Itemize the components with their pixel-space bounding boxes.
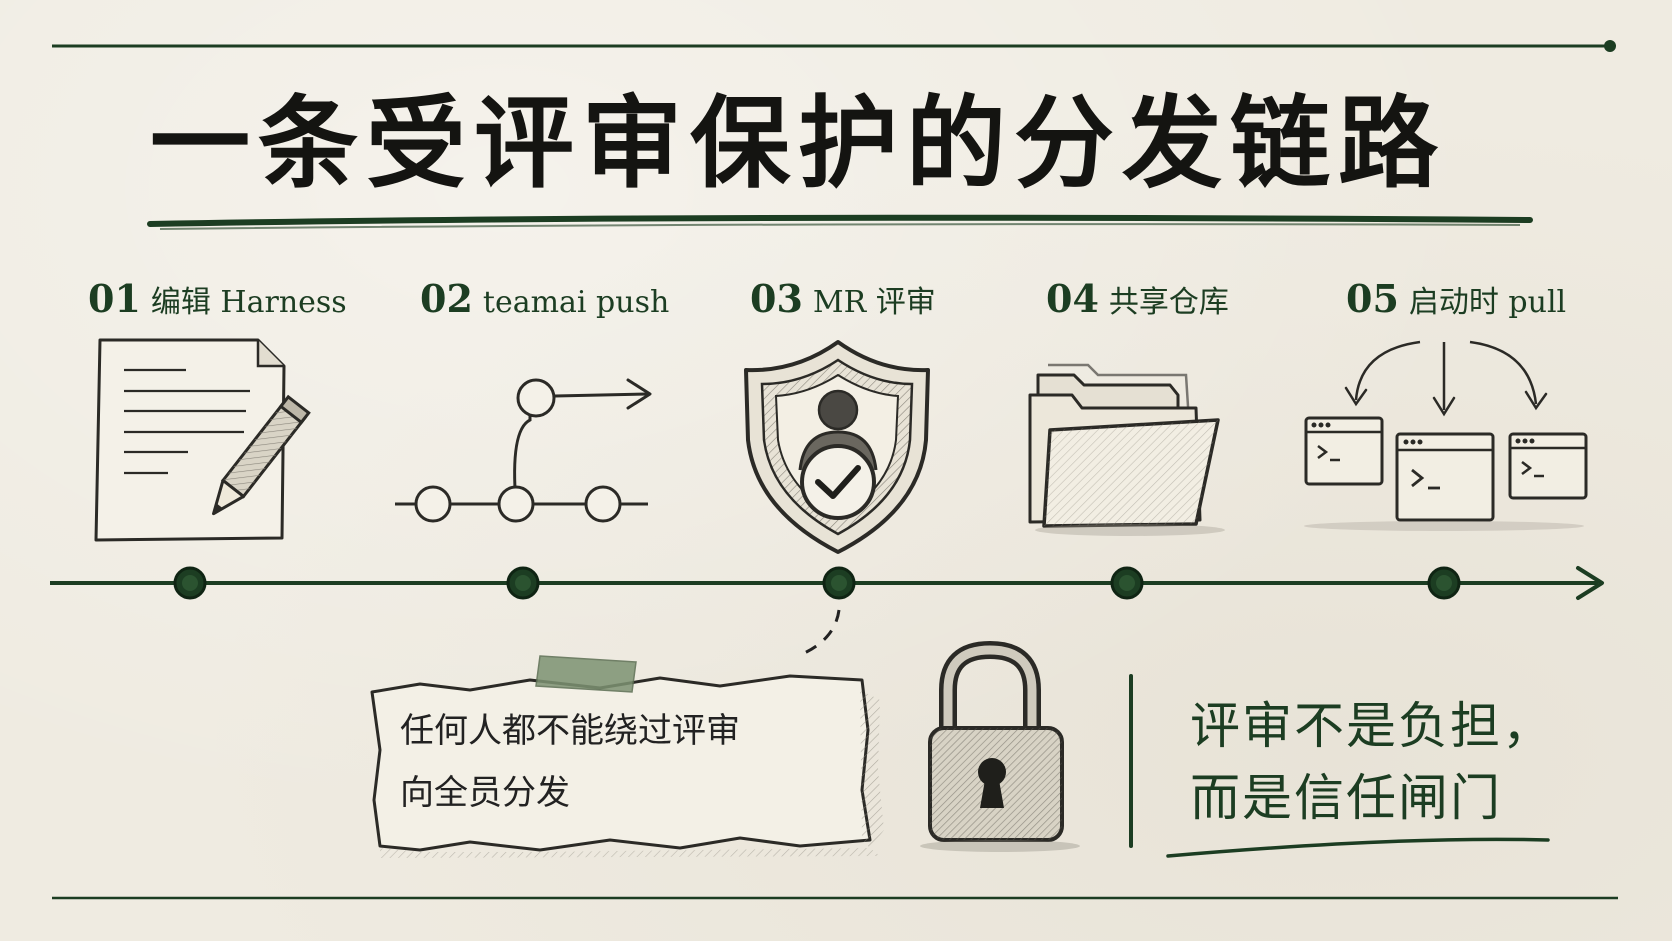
step-label-2: 02 teamai push [420, 276, 669, 321]
terminals-pull-icon [1304, 340, 1588, 531]
step-number: 01 [88, 276, 141, 321]
step-number: 03 [750, 276, 803, 321]
timeline-nodes [173, 566, 1461, 600]
slogan: 评审不是负担， 而是信任闸门 [1190, 690, 1610, 834]
step-number: 04 [1046, 276, 1099, 321]
document-pencil-icon [94, 338, 311, 542]
terminal-center [1395, 432, 1495, 522]
note-text: 任何人都不能绕过评审 向全员分发 [400, 700, 820, 824]
step-text: 启动时 pull [1408, 285, 1567, 320]
shield-check-icon [744, 340, 930, 554]
git-branch-push-icon [395, 378, 652, 523]
step-label-3: 03 MR 评审 [750, 276, 936, 321]
slogan-line-1: 评审不是负担， [1190, 697, 1554, 755]
step-number: 05 [1346, 276, 1399, 321]
slogan-line-2: 而是信任闸门 [1190, 769, 1502, 827]
top-rule-dot [1604, 40, 1616, 52]
step-label-5: 05 启动时 pull [1346, 276, 1566, 321]
note-connector [799, 609, 841, 657]
slogan-underline [1166, 837, 1550, 858]
step-text: 编辑 Harness [150, 285, 347, 320]
step-text: 共享仓库 [1108, 285, 1229, 320]
step-number: 02 [420, 276, 473, 321]
note-line-1: 任何人都不能绕过评审 [400, 711, 740, 751]
folder-icon [1028, 363, 1225, 536]
note-line-2: 向全员分发 [400, 773, 570, 813]
step-text: teamai push [482, 285, 670, 320]
step-text: MR 评审 [812, 285, 936, 320]
terminal-right [1508, 432, 1588, 500]
terminal-left [1304, 416, 1384, 486]
step-label-1: 01 编辑 Harness [88, 276, 347, 321]
tape-strip [535, 655, 637, 693]
step-label-4: 04 共享仓库 [1046, 276, 1229, 321]
padlock-icon [920, 640, 1080, 852]
timeline-arrowhead [1576, 566, 1604, 600]
torn-note-paper [370, 674, 884, 858]
page-title: 一条受评审保护的分发链路 [150, 84, 1446, 202]
title-underline [147, 214, 1533, 227]
